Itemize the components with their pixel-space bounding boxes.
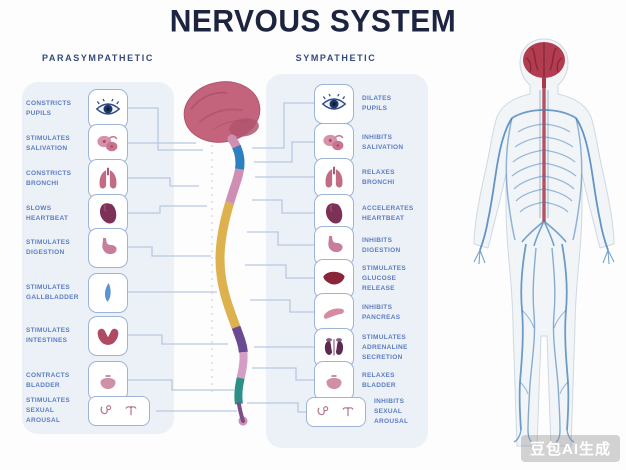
- gallbladder-icon: [104, 283, 111, 302]
- intestines-icon: [97, 328, 119, 345]
- body-silhouette: [473, 38, 615, 447]
- para-label-eye: Constrictspupils: [26, 99, 72, 117]
- page-title: NERVOUS SYSTEM: [169, 3, 457, 39]
- para-row-genitals: Stimulatessexualarousal: [26, 396, 170, 427]
- spinal-cord: [215, 134, 249, 426]
- genitalia-icon-b: [125, 406, 137, 416]
- sympathetic-header: SYMPATHETIC: [295, 53, 377, 63]
- figure-nerves: [473, 90, 615, 443]
- liver-icon: [323, 271, 345, 285]
- symp-row-pancreas: Inhibitspancreas: [314, 293, 428, 333]
- para-row-stomach: Stimulatesdigestion: [26, 228, 170, 268]
- symp-row-liver: Stimulatesglucose release: [314, 259, 428, 299]
- heart-icon: [99, 203, 117, 224]
- genitalia-icon-a: [100, 405, 112, 415]
- para-row-gallbladder: Stimulatesgallbladder: [26, 273, 170, 313]
- symp-row-eye: Dilatespupils: [314, 84, 428, 124]
- para-row-salivary: Stimulatessalivation: [26, 124, 170, 164]
- stomach-icon: [328, 236, 343, 253]
- figure-brain: [523, 42, 565, 78]
- para-row-intestines: Stimulatesintestines: [26, 316, 170, 356]
- para-row-eye: Constrictspupils: [26, 89, 170, 129]
- para-row-lungs: Constrictsbronchi: [26, 159, 170, 199]
- symp-row-bladder: Relaxesbladder: [314, 361, 428, 401]
- lungs-icon: [325, 166, 343, 188]
- bladder-icon: [326, 375, 342, 390]
- adrenal-kidneys-icon: [324, 338, 344, 356]
- salivary-glands-icon: [97, 135, 118, 152]
- parasympathetic-header: PARASYMPATHETIC: [41, 53, 154, 63]
- symp-row-salivary: Inhibitssalivation: [314, 123, 428, 163]
- salivary-glands-icon: [323, 134, 344, 151]
- stomach-icon: [102, 238, 117, 255]
- para-row-bladder: Contractsbladder: [26, 361, 170, 401]
- genitalia-icon-b: [342, 407, 354, 417]
- ai-watermark: 豆包AI生成: [520, 435, 620, 462]
- human-nervous-system-figure: [473, 38, 615, 447]
- pancreas-icon: [323, 308, 344, 319]
- eye-icon: [321, 93, 347, 110]
- lungs-icon: [99, 167, 117, 189]
- bladder-icon: [100, 375, 116, 390]
- symp-row-lungs: Relaxesbronchi: [314, 158, 428, 198]
- eye-icon: [95, 98, 121, 115]
- symp-row-genitals: Inhibitssexualarousal: [306, 397, 428, 428]
- genitalia-icon-a: [317, 406, 329, 416]
- heart-icon: [325, 203, 343, 224]
- para-row-heart: Slowsheartbeat: [26, 194, 170, 234]
- brain-icon: [183, 81, 261, 143]
